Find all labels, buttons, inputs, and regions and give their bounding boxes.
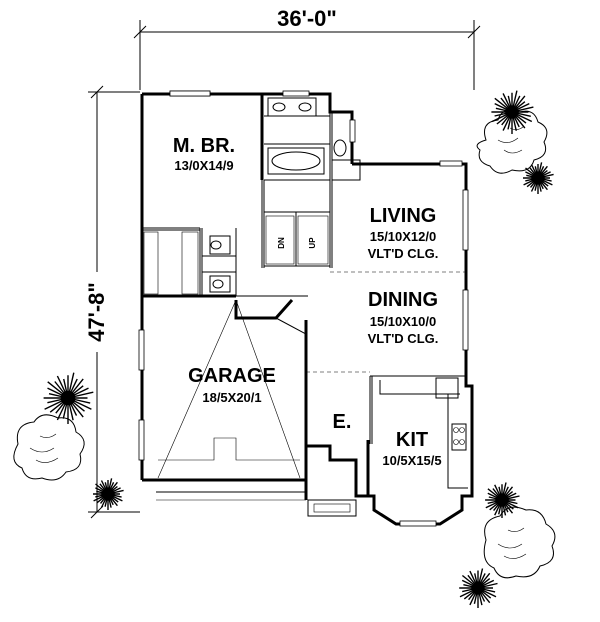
stairs-up-label: UP	[308, 237, 317, 249]
room-name: E.	[333, 411, 352, 433]
room-size: 15/10X10/0	[370, 314, 437, 329]
room-name: DINING	[368, 289, 438, 311]
room-size: 18/5X20/1	[202, 390, 261, 405]
room-name: GARAGE	[188, 365, 276, 387]
room-living: LIVING 15/10X12/0 VLT'D CLG.	[368, 205, 439, 261]
shrub-icon	[476, 109, 548, 174]
bath-fixtures	[209, 97, 347, 293]
room-size: 10/5X15/5	[382, 453, 441, 468]
entry-steps	[307, 499, 357, 517]
room-entry: E.	[333, 411, 352, 433]
room-size: 15/10X12/0	[370, 229, 437, 244]
tree-icon	[491, 90, 534, 134]
width-dimension-label: 36'-0"	[277, 6, 337, 31]
stairs-down-label: DN	[277, 237, 286, 249]
room-name: LIVING	[370, 205, 437, 227]
tree-icon	[93, 478, 124, 510]
tree-icon	[485, 482, 520, 518]
room-note: VLT'D CLG.	[368, 331, 439, 346]
shrub-icon	[483, 506, 556, 579]
windows	[138, 90, 469, 527]
shrub-icon	[13, 414, 85, 481]
room-master-bedroom: M. BR. 13/0X14/9	[173, 135, 235, 173]
room-name: KIT	[396, 429, 428, 451]
tree-icon	[523, 162, 554, 194]
depth-dimension: 47'-8"	[82, 85, 140, 519]
room-dining: DINING 15/10X10/0 VLT'D CLG.	[368, 289, 439, 346]
garage-floor-lines	[156, 299, 306, 501]
room-kitchen: KIT 10/5X15/5	[382, 429, 441, 468]
interior-walls	[142, 112, 468, 489]
tree-icon	[43, 372, 94, 424]
tree-icon	[459, 568, 498, 608]
room-size: 13/0X14/9	[174, 158, 233, 173]
width-dimension: 36'-0"	[133, 6, 481, 90]
room-note: VLT'D CLG.	[368, 246, 439, 261]
room-garage: GARAGE 18/5X20/1	[188, 365, 276, 405]
closet-shelving	[143, 231, 199, 295]
depth-dimension-label: 47'-8"	[84, 282, 109, 342]
room-name: M. BR.	[173, 135, 235, 157]
stairs: DN UP	[265, 215, 329, 265]
